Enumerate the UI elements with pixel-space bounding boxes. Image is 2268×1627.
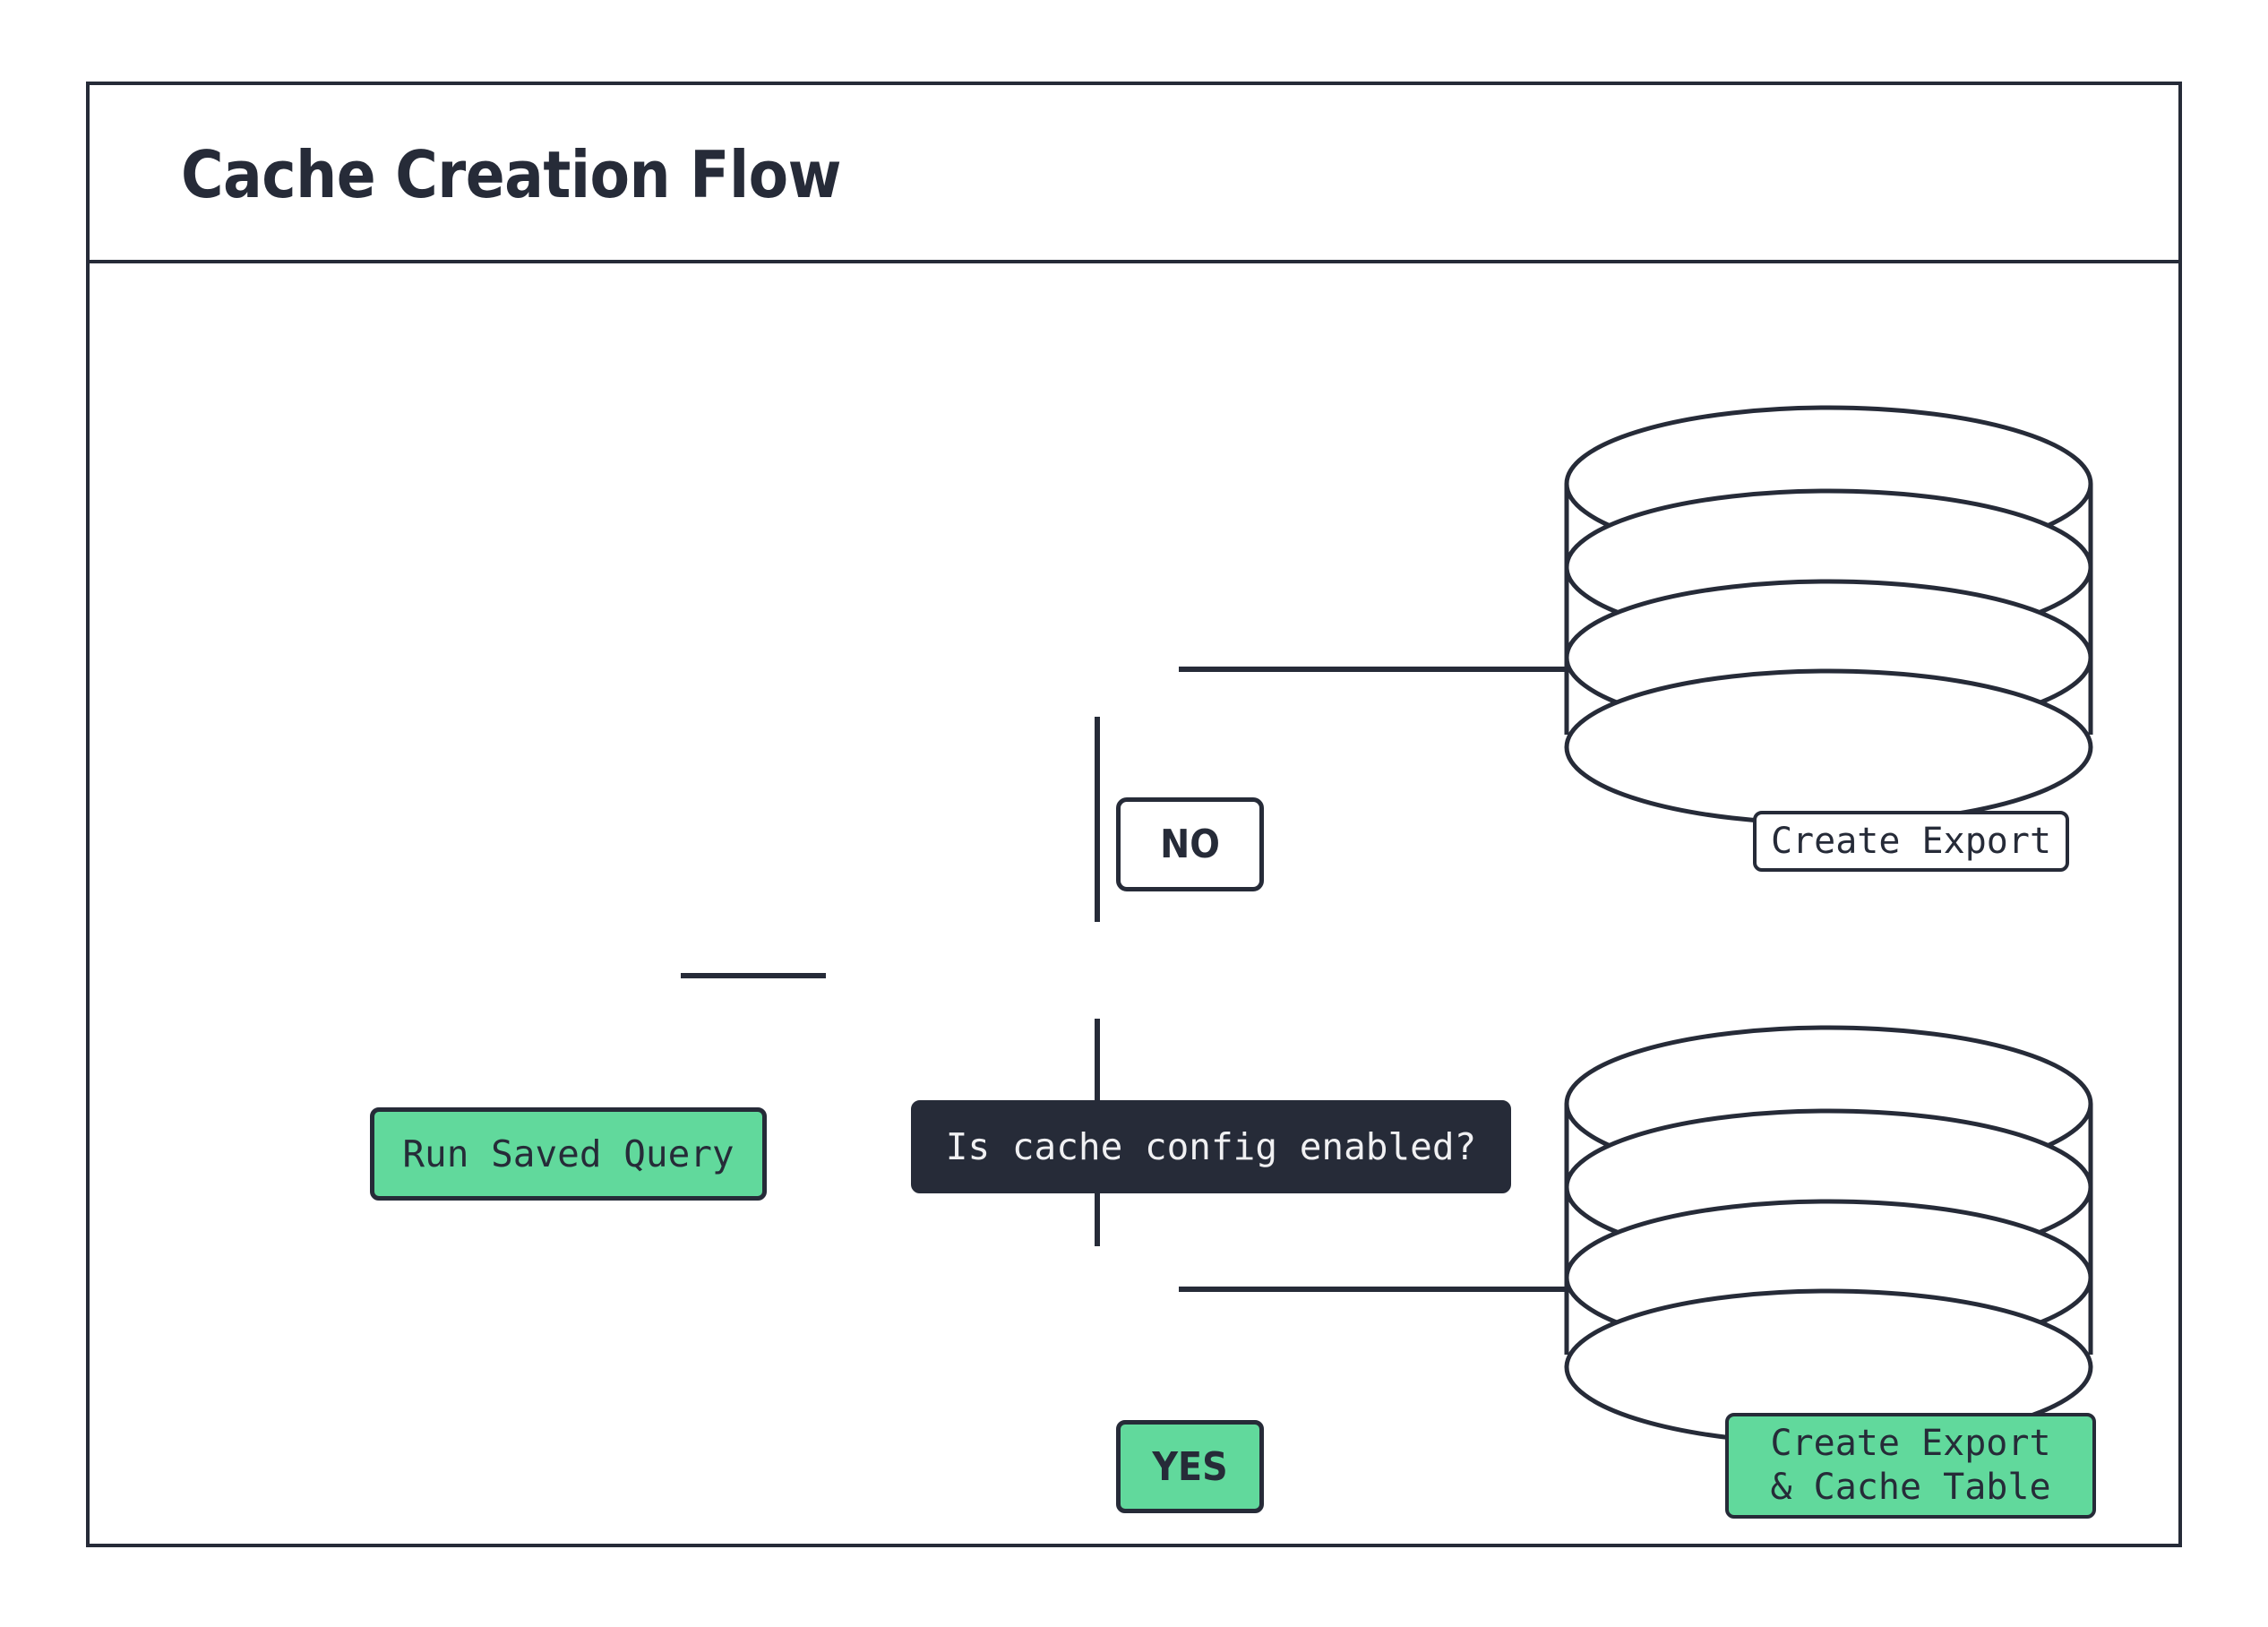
database-bottom-label[interactable]: Create Export & Cache Table xyxy=(1725,1413,2096,1519)
node-branch-no-label: NO xyxy=(1160,822,1220,867)
database-top-label-text: Create Export xyxy=(1770,820,2052,862)
database-top-cylinder xyxy=(1564,405,2093,826)
node-branch-yes-label: YES xyxy=(1152,1443,1228,1490)
diagram-graphics xyxy=(681,405,2093,1446)
diagram-frame: Cache Creation Flow xyxy=(86,82,2182,1547)
node-branch-no[interactable]: NO xyxy=(1116,797,1264,891)
cylinder-top-disc-4 xyxy=(1564,668,2093,826)
node-run-saved-query[interactable]: Run Saved Query xyxy=(370,1107,767,1201)
edge-group xyxy=(681,667,1568,1292)
page-title: Cache Creation Flow xyxy=(181,137,841,212)
database-bottom-cylinder xyxy=(1564,1025,2093,1446)
diagram-header: Cache Creation Flow xyxy=(90,85,2178,263)
node-branch-yes[interactable]: YES xyxy=(1116,1420,1264,1513)
diagram-body: Run Saved Query Is cache config enabled?… xyxy=(90,263,2178,1547)
node-run-saved-query-label: Run Saved Query xyxy=(402,1132,735,1175)
database-bottom-label-text: Create Export & Cache Table xyxy=(1770,1423,2051,1508)
node-decision-is-cache-config-enabled[interactable]: Is cache config enabled? xyxy=(911,1100,1511,1193)
database-top-label[interactable]: Create Export xyxy=(1753,811,2069,872)
node-decision-label: Is cache config enabled? xyxy=(945,1125,1477,1168)
